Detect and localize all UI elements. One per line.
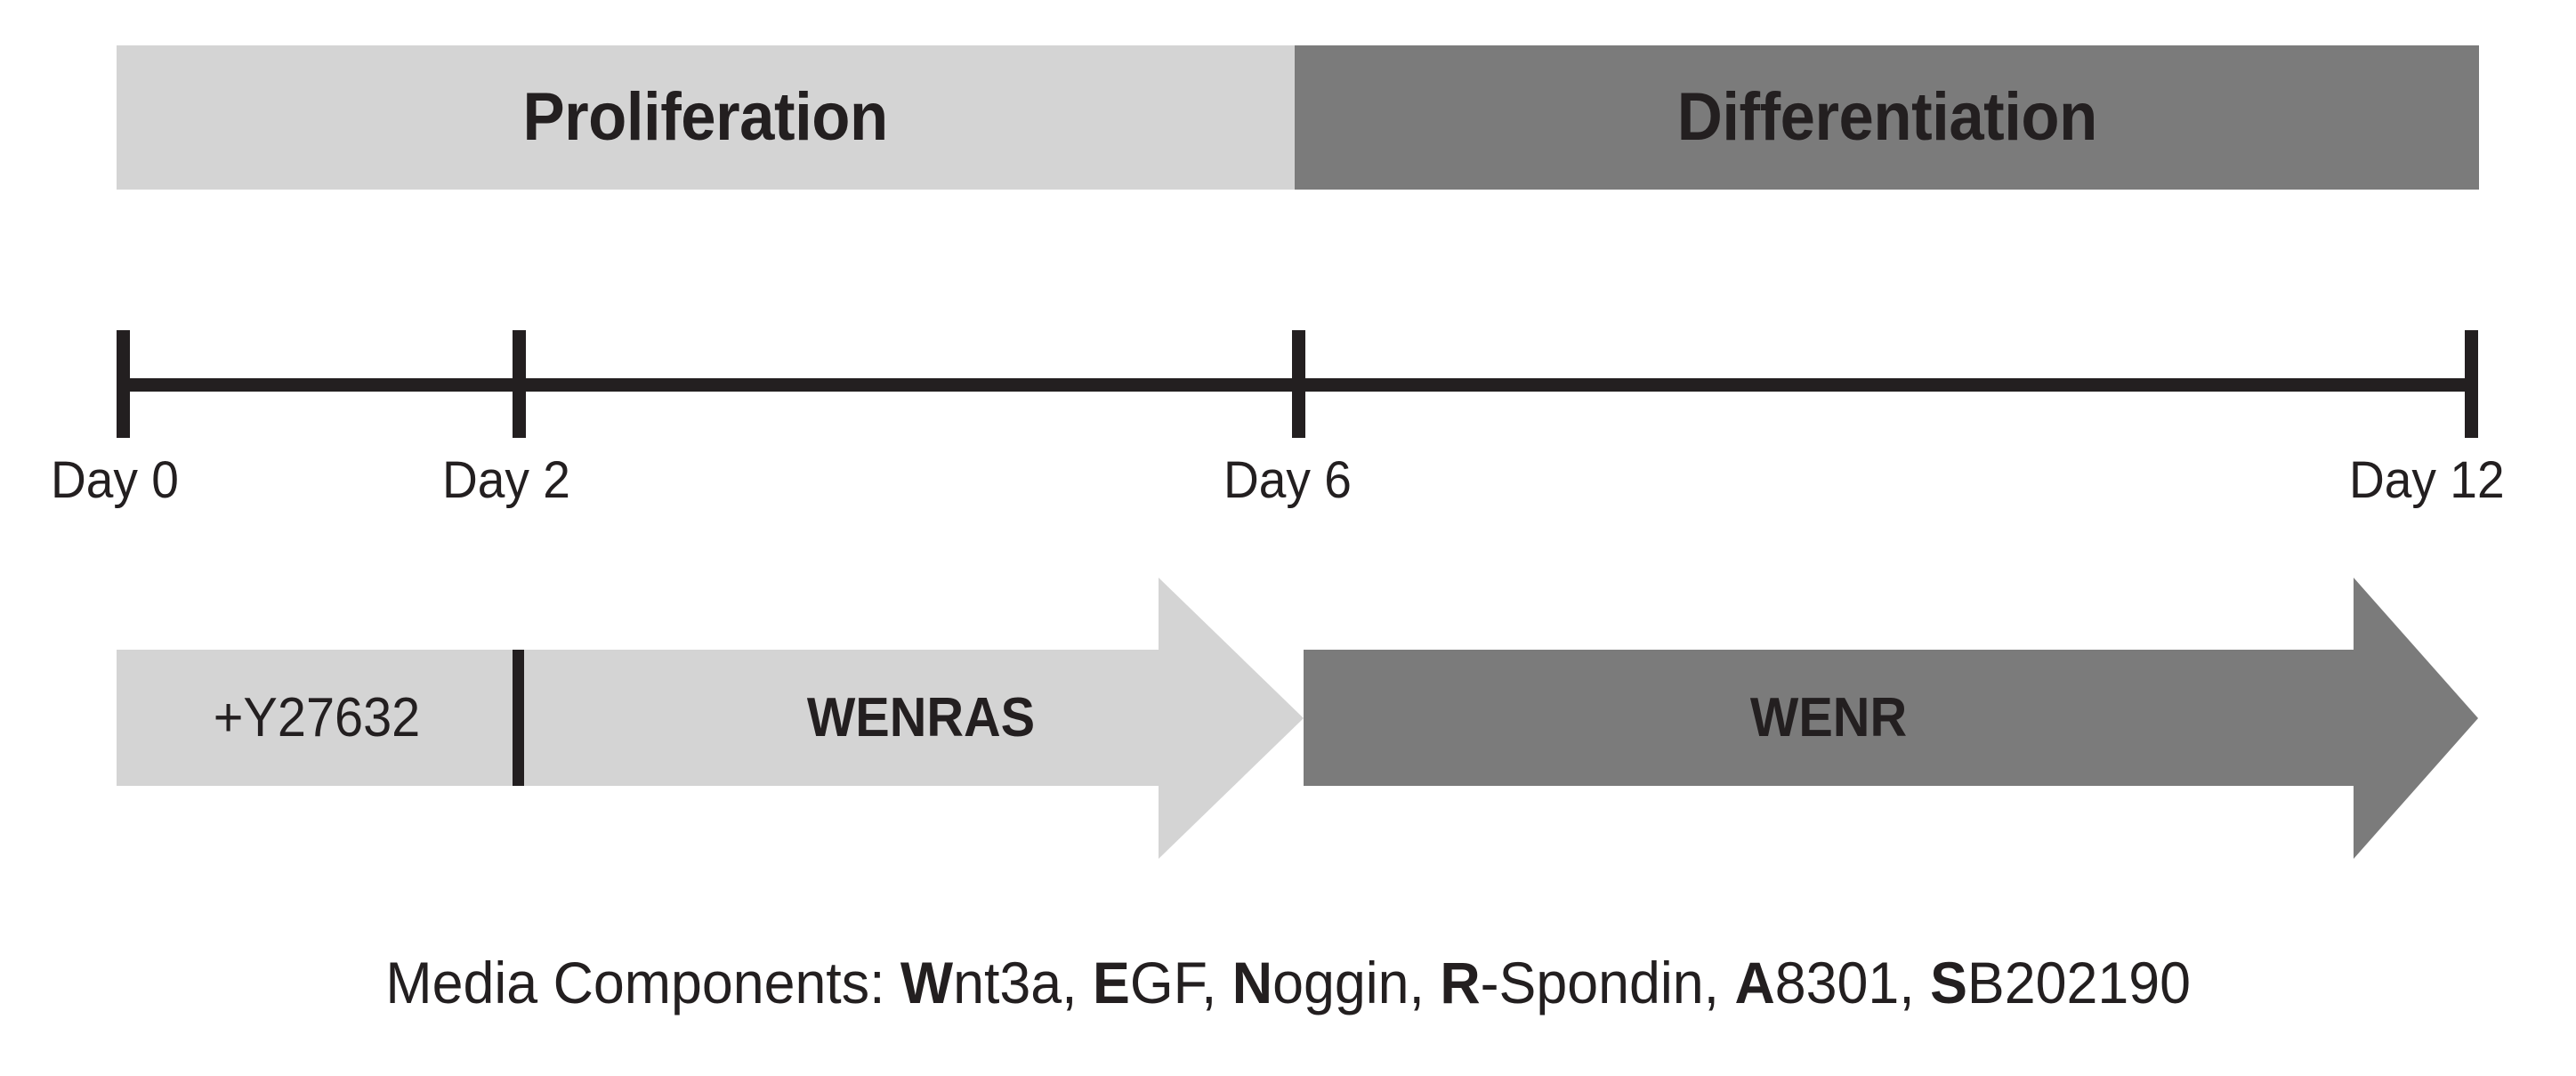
media-component-initial-s: S <box>1929 950 1967 1015</box>
timeline-label-day-0: Day 0 <box>51 451 179 509</box>
timeline-label-day-6: Day 6 <box>1223 451 1352 509</box>
y27632-divider-line <box>513 650 524 786</box>
media-components-line: Media Components: Wnt3a, EGF, Noggin, R-… <box>0 953 2576 1012</box>
media-component-rest-s: B202190 <box>1966 950 2191 1015</box>
proliferation-arrow-shape <box>117 578 1304 859</box>
media-component-rest-e: GF, <box>1129 950 1232 1015</box>
media-component-initial-a: A <box>1734 950 1775 1015</box>
media-component-rest-w: nt3a, <box>952 950 1093 1015</box>
media-components-text: Media Components: Wnt3a, EGF, Noggin, R-… <box>385 953 2191 1012</box>
treatment-label-y27632: +Y27632 <box>213 687 421 748</box>
media-component-rest-r: -Spondin, <box>1480 950 1735 1015</box>
media-components-list: Wnt3a, EGF, Noggin, R-Spondin, A8301, SB… <box>900 950 2191 1015</box>
timeline-label-day-2: Day 2 <box>442 451 570 509</box>
treatment-label-wenr: WENR <box>1749 687 1908 748</box>
phase-segment-differentiation: Differentiation <box>1295 45 2479 190</box>
media-component-initial-n: N <box>1231 950 1272 1015</box>
phase-bar: Proliferation Differentiation <box>117 45 2479 190</box>
media-component-initial-e: E <box>1092 950 1130 1015</box>
media-component-rest-a: 8301, <box>1774 950 1930 1015</box>
media-component-initial-w: W <box>900 950 953 1015</box>
phase-label-proliferation: Proliferation <box>522 79 889 155</box>
treatment-label-wenras: WENRAS <box>806 687 1036 748</box>
phase-segment-proliferation: Proliferation <box>117 45 1295 190</box>
timeline-label-day-12: Day 12 <box>2349 451 2505 509</box>
media-components-prefix: Media Components: <box>385 950 900 1015</box>
media-component-initial-r: R <box>1440 950 1481 1015</box>
differentiation-arrow-shape <box>1304 578 2478 859</box>
phase-label-differentiation: Differentiation <box>1676 79 2097 155</box>
media-component-rest-n: oggin, <box>1272 950 1441 1015</box>
